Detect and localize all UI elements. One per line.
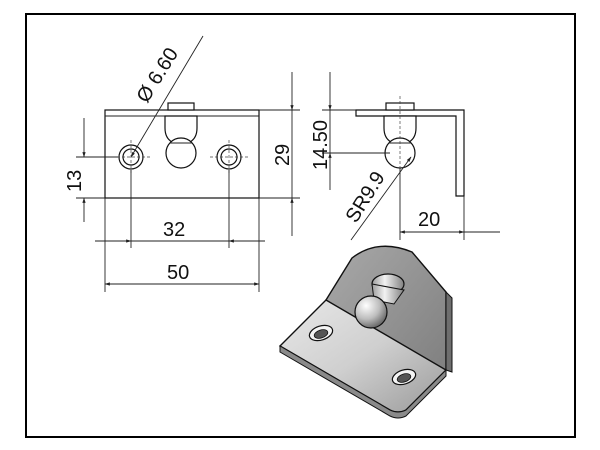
dim-width-32-label: 32	[163, 219, 185, 241]
drawing-frame	[25, 13, 576, 438]
dim-offset-20-label: 20	[418, 209, 440, 231]
dim-width-50-label: 50	[167, 262, 189, 284]
dim-width-50: 50	[104, 198, 260, 292]
dim-height-13: 13	[64, 118, 118, 222]
dim-height-14-50-label: 14.50	[310, 120, 332, 170]
isometric-view	[278, 245, 453, 419]
dim-sphere-radius: SR9.9	[342, 156, 412, 241]
dim-hole-diameter-label: Ø 6.60	[133, 44, 183, 107]
dim-sphere-radius-label: SR9.9	[342, 168, 390, 227]
dim-height-13-label: 13	[64, 170, 86, 192]
dim-height-29: 29	[259, 72, 300, 236]
dim-height-14-50: 14.50	[310, 72, 390, 190]
iso-ball	[354, 295, 388, 329]
front-view	[104, 102, 260, 199]
dim-offset-20: 20	[399, 168, 500, 240]
dim-height-29-label: 29	[272, 144, 294, 166]
